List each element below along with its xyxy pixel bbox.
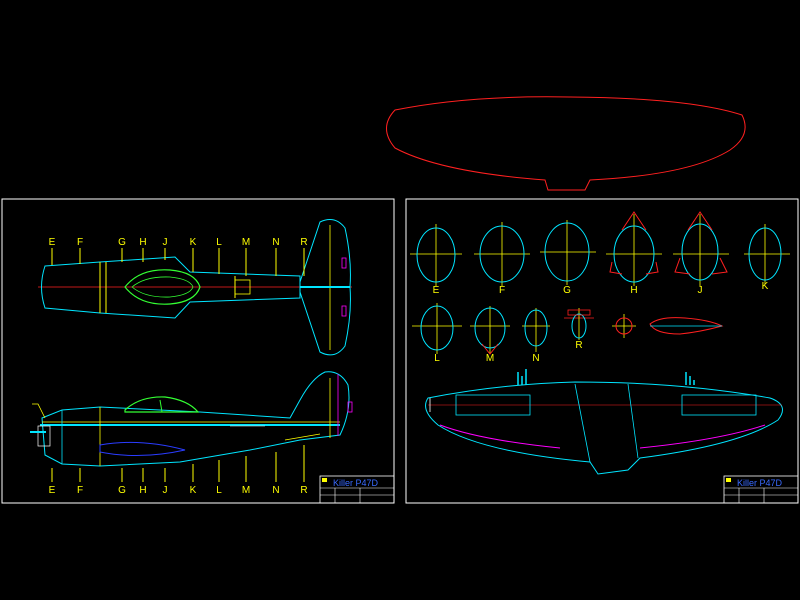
- top-label-L: L: [216, 237, 222, 248]
- bottom-label-L: L: [216, 485, 222, 496]
- bottom-label-E: E: [49, 485, 56, 496]
- fuselage-top-view: [38, 219, 352, 356]
- bottom-label-F: F: [77, 485, 83, 496]
- right-sheet-frame: [405, 198, 799, 504]
- section-label-H: H: [630, 285, 637, 296]
- top-label-F: F: [77, 237, 83, 248]
- section-label-N: N: [532, 353, 539, 364]
- fuselage-side-view: [30, 371, 353, 467]
- section-label-G: G: [563, 285, 571, 296]
- top-label-R: R: [300, 237, 307, 248]
- title-block-right: Killer P47D: [723, 475, 799, 504]
- canopy-top-view: [124, 269, 201, 305]
- section-label-M: M: [486, 353, 494, 364]
- section-label-J: J: [698, 285, 703, 296]
- wing-planform-view: [425, 369, 783, 475]
- top-station-markers: E F G H J K L M N R: [49, 237, 308, 276]
- top-label-K: K: [190, 237, 197, 248]
- bottom-label-H: H: [139, 485, 146, 496]
- top-label-N: N: [272, 237, 279, 248]
- section-label-L: L: [434, 353, 440, 364]
- section-views-row1: E F G H J K: [410, 211, 790, 296]
- wing-root-blue: [99, 441, 186, 457]
- bottom-station-markers: E F G H J K L M N R: [49, 445, 308, 496]
- section-label-R: R: [575, 340, 582, 351]
- horizontal-stabilizer: [299, 219, 351, 356]
- top-label-E: E: [49, 237, 56, 248]
- bottom-label-G: G: [118, 485, 126, 496]
- section-label-E: E: [433, 285, 440, 296]
- canopy-side-view: [124, 396, 200, 413]
- left-sheet-frame: [1, 198, 395, 504]
- top-label-H: H: [139, 237, 146, 248]
- top-label-M: M: [242, 237, 250, 248]
- bottom-label-J: J: [163, 485, 168, 496]
- wing-outline-red: [386, 96, 746, 191]
- title-block-left: Killer P47D: [319, 475, 395, 504]
- title-block-right-title: Killer P47D: [737, 478, 783, 488]
- bottom-label-N: N: [272, 485, 279, 496]
- title-block-left-title: Killer P47D: [333, 478, 379, 488]
- bottom-label-R: R: [300, 485, 307, 496]
- section-views-row2: L M N R: [412, 303, 724, 364]
- bottom-label-K: K: [190, 485, 197, 496]
- section-label-K: K: [762, 281, 769, 292]
- top-label-J: J: [163, 237, 168, 248]
- bottom-label-M: M: [242, 485, 250, 496]
- section-label-F: F: [499, 285, 505, 296]
- top-label-G: G: [118, 237, 126, 248]
